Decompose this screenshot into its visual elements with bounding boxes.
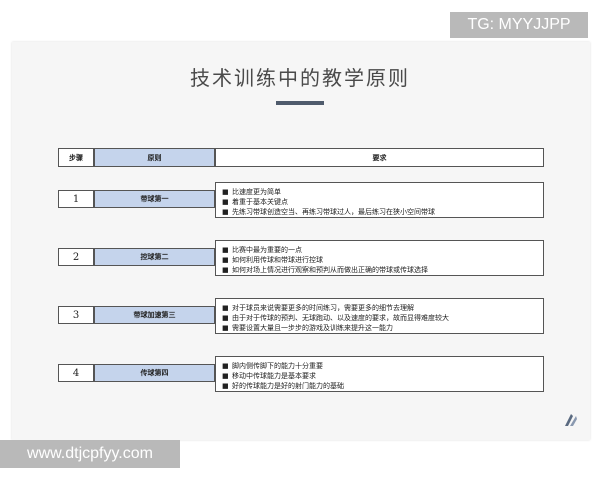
step-number: 3 (58, 306, 94, 324)
step-number: 1 (58, 190, 94, 208)
list-item: ■好的传球能力是好的射门能力的基础 (222, 382, 344, 390)
list-item: ■比速度更为简单 (222, 188, 281, 196)
slide-title: 技术训练中的教学原则 (190, 66, 410, 90)
title-underline (276, 101, 324, 105)
list-item: ■比赛中最为重要的一点 (222, 246, 302, 254)
list-item: ■先练习带球创造空当、再练习带球过人，最后练习在狭小空间带球 (222, 208, 435, 216)
table-row: 1 带球第一 ■比速度更为简单 ■着重于基本关键点 ■先练习带球创造空当、再练习… (58, 182, 544, 218)
principle-label: 传球第四 (94, 364, 215, 382)
list-item: ■脚内侧传脚下的能力十分重要 (222, 362, 323, 370)
step-number: 2 (58, 248, 94, 266)
list-item: ■由于对于传球的预判、无球跑动、以及速度的要求，故而显得难度较大 (222, 314, 449, 322)
table-row: 2 控球第二 ■比赛中最为重要的一点 ■如何利用传球和带球进行控球 ■如何对场上… (58, 240, 544, 276)
principle-label: 带球加速第三 (94, 306, 215, 324)
principle-label: 控球第二 (94, 248, 215, 266)
table-row: 3 带球加速第三 ■对于球员来说需要更多的时间练习，需要更多的细节去理解 ■由于… (58, 298, 544, 334)
watermark-bottom: www.dtjcpfyy.com (0, 440, 180, 468)
table-row: 4 传球第四 ■脚内侧传脚下的能力十分重要 ■移动中传球能力是基本要求 ■好的传… (58, 356, 544, 392)
requirement-box: ■脚内侧传脚下的能力十分重要 ■移动中传球能力是基本要求 ■好的传球能力是好的射… (215, 356, 544, 392)
list-item: ■如何利用传球和带球进行控球 (222, 256, 323, 264)
list-item: ■如何对场上情况进行观察和预判从而做出正确的带球或传球选择 (222, 266, 428, 274)
list-item: ■着重于基本关键点 (222, 198, 288, 206)
step-number: 4 (58, 364, 94, 382)
logo-icon (565, 414, 577, 426)
requirement-box: ■对于球员来说需要更多的时间练习，需要更多的细节去理解 ■由于对于传球的预判、无… (215, 298, 544, 334)
requirement-box: ■比赛中最为重要的一点 ■如何利用传球和带球进行控球 ■如何对场上情况进行观察和… (215, 240, 544, 276)
principle-label: 带球第一 (94, 190, 215, 208)
table-header: 步骤 原则 要求 (58, 148, 544, 167)
header-principle: 原则 (94, 148, 215, 167)
header-step: 步骤 (58, 148, 94, 167)
list-item: ■对于球员来说需要更多的时间练习，需要更多的细节去理解 (222, 304, 414, 312)
header-requirement: 要求 (215, 148, 544, 167)
requirement-box: ■比速度更为简单 ■着重于基本关键点 ■先练习带球创造空当、再练习带球过人，最后… (215, 182, 544, 218)
list-item: ■移动中传球能力是基本要求 (222, 372, 316, 380)
list-item: ■需要设置大量且一步步的游戏及训练来提升这一能力 (222, 324, 393, 332)
watermark-top: TG: MYYJJPP (450, 12, 588, 38)
